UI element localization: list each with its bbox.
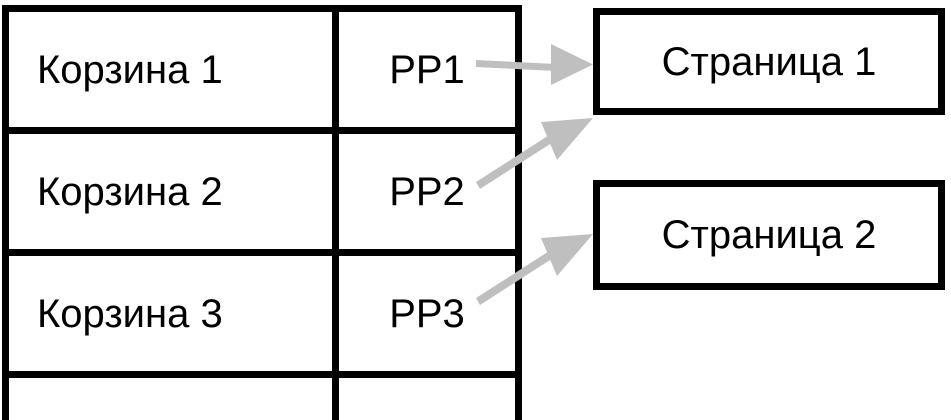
table-row: Корзина 2 PP2 bbox=[2, 127, 522, 256]
pp-code-cell-empty bbox=[332, 371, 522, 420]
pp-code-cell: PP1 bbox=[332, 5, 522, 134]
basket-name-cell: Корзина 2 bbox=[2, 127, 339, 256]
page-box-2: Страница 2 bbox=[593, 180, 945, 290]
table-row: Корзина 1 PP1 bbox=[2, 5, 522, 134]
table-row: Корзина 3 PP3 bbox=[2, 249, 522, 378]
basket-table-wrapper: Корзина 1 PP1 Корзина 2 PP2 Корзина 3 PP… bbox=[2, 5, 522, 420]
basket-name-cell: Корзина 1 bbox=[2, 5, 339, 134]
table-row-empty bbox=[2, 371, 522, 420]
pp-code-cell: PP3 bbox=[332, 249, 522, 378]
basket-name-cell: Корзина 3 bbox=[2, 249, 339, 378]
basket-name-cell-empty bbox=[2, 371, 339, 420]
page-box-2-label: Страница 2 bbox=[661, 213, 877, 257]
pp-code-cell: PP2 bbox=[332, 127, 522, 256]
page-box-1: Страница 1 bbox=[593, 8, 945, 115]
basket-table: Корзина 1 PP1 Корзина 2 PP2 Корзина 3 PP… bbox=[2, 5, 522, 420]
page-box-1-label: Страница 1 bbox=[661, 39, 877, 84]
